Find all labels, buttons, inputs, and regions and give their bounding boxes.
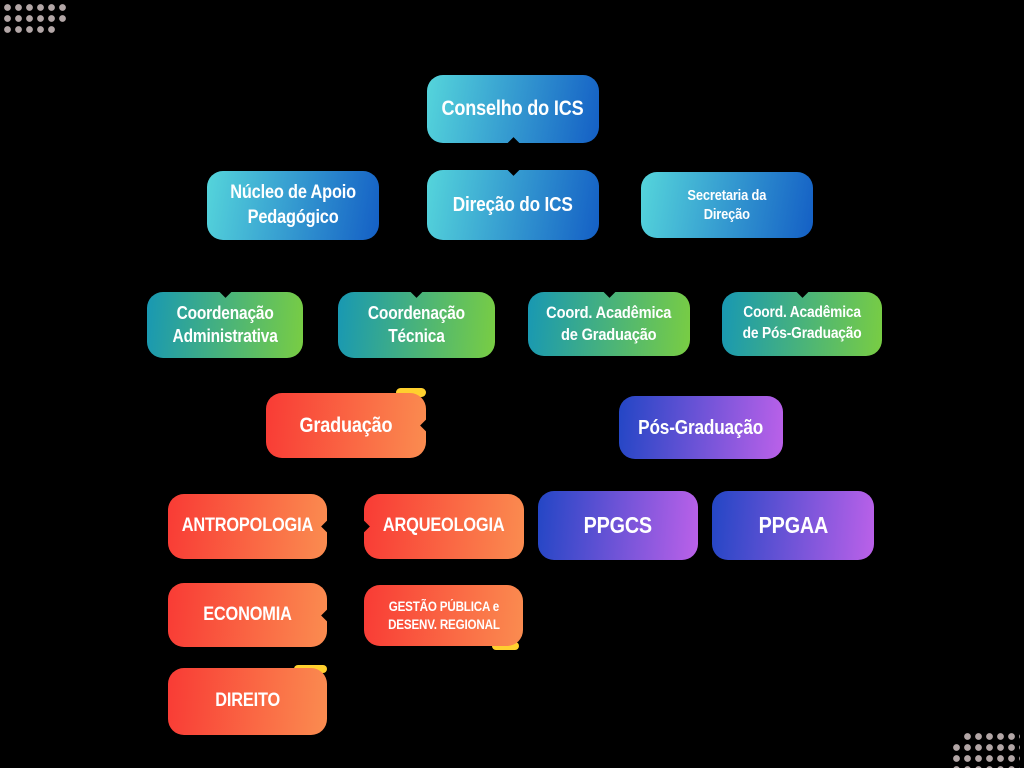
connector-notch bbox=[795, 285, 809, 298]
dots-pattern-mask bbox=[57, 24, 69, 36]
node-nucleo-apoio-pedagogico: Núcleo de Apoio Pedagógico bbox=[207, 171, 379, 240]
node-label: ANTROPOLOGIA bbox=[181, 515, 314, 537]
node-secretaria-da-direcao: Secretaria da Direção bbox=[641, 172, 813, 238]
node-label: Coordenação Administrativa bbox=[172, 302, 278, 346]
connector-notch bbox=[218, 285, 232, 298]
node-arqueologia: ARQUEOLOGIA bbox=[357, 494, 524, 559]
node-antropologia: ANTROPOLOGIA bbox=[168, 494, 334, 559]
node-label: PPGCS bbox=[583, 511, 653, 538]
connector-notch bbox=[357, 520, 370, 533]
node-label: Coordenação Técnica bbox=[367, 302, 466, 346]
node-label: ECONOMIA bbox=[203, 603, 292, 625]
dots-pattern-mask bbox=[951, 731, 963, 743]
node-label: Conselho do ICS bbox=[442, 97, 584, 121]
connector-notch bbox=[420, 419, 433, 432]
connector-notch bbox=[321, 608, 334, 622]
yellow-accent bbox=[492, 642, 519, 650]
node-coordenacao-tecnica: Coordenação Técnica bbox=[338, 285, 495, 358]
node-label: Coord. Acadêmica de Pós-Graduação bbox=[742, 304, 862, 342]
node-coord-academica-pos-graduacao: Coord. Acadêmica de Pós-Graduação bbox=[722, 285, 882, 356]
node-label: Coord. Acadêmica de Graduação bbox=[546, 302, 672, 344]
node-label: Secretaria da Direção bbox=[687, 186, 767, 224]
node-pos-graduacao: Pós-Graduação bbox=[619, 396, 783, 459]
node-label: DIREITO bbox=[215, 690, 280, 712]
node-graduacao: Graduação bbox=[266, 393, 433, 458]
node-label: Núcleo de Apoio Pedagógico bbox=[230, 181, 356, 228]
node-economia: ECONOMIA bbox=[168, 583, 334, 647]
yellow-accent bbox=[396, 388, 426, 397]
node-gestao-publica-desenv-regional: GESTÃO PÚBLICA e DESENV. REGIONAL bbox=[364, 585, 523, 646]
node-conselho-do-ics: Conselho do ICS bbox=[427, 75, 599, 150]
connector-notch bbox=[321, 520, 334, 533]
connector-notch bbox=[602, 285, 616, 298]
node-direcao-do-ics: Direção do ICS bbox=[427, 163, 599, 240]
node-ppgcs: PPGCS bbox=[538, 491, 698, 560]
node-label: Pós-Graduação bbox=[638, 416, 764, 439]
node-label: Graduação bbox=[299, 413, 393, 437]
node-coordenacao-administrativa: Coordenação Administrativa bbox=[147, 285, 303, 358]
node-label: Direção do ICS bbox=[453, 194, 573, 216]
node-label: ARQUEOLOGIA bbox=[383, 515, 505, 537]
node-label: GESTÃO PÚBLICA e DESENV. REGIONAL bbox=[387, 598, 500, 632]
node-ppgaa: PPGAA bbox=[712, 491, 874, 560]
connector-notch bbox=[506, 163, 520, 176]
node-coord-academica-graduacao: Coord. Acadêmica de Graduação bbox=[528, 285, 690, 356]
connector-notch bbox=[410, 285, 423, 298]
node-direito: DIREITO bbox=[168, 668, 327, 735]
node-label: PPGAA bbox=[758, 511, 828, 538]
connector-notch bbox=[506, 137, 520, 150]
